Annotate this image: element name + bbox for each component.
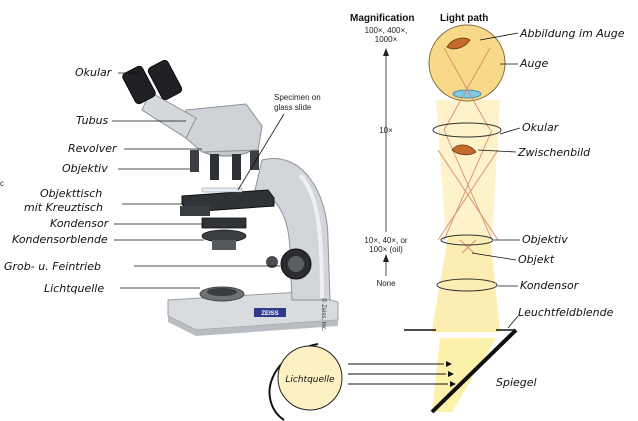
brand-label: ZEISS bbox=[261, 311, 278, 317]
label-okular: Okular bbox=[75, 66, 113, 79]
label-objektiv-right: Objektiv bbox=[522, 233, 568, 246]
mag-none: None bbox=[376, 279, 396, 288]
tube-body bbox=[186, 104, 262, 152]
label-kreuztisch: mit Kreuztisch bbox=[24, 201, 103, 214]
label-revolver: Revolver bbox=[68, 142, 118, 155]
objective-lens-4 bbox=[250, 150, 259, 170]
specimen-note-line2: glass slide bbox=[274, 103, 312, 112]
mag-low-line2: 100× (oil) bbox=[369, 245, 403, 254]
mag-low-line1: 10×, 40×, or bbox=[364, 236, 407, 245]
objective-lens-2 bbox=[210, 154, 219, 180]
objective-lens-1 bbox=[190, 150, 199, 172]
mag-top-line2: 1000× bbox=[375, 35, 398, 44]
label-auge: Auge bbox=[519, 57, 548, 70]
label-objekttisch: Objekttisch bbox=[40, 187, 102, 200]
specimen-note-line1: Specimen on bbox=[274, 93, 321, 102]
label-kondensorblende: Kondensorblende bbox=[12, 233, 108, 246]
mag-middle: 10× bbox=[379, 126, 393, 135]
label-lichtquelle: Lichtquelle bbox=[44, 282, 104, 295]
side-letter: c bbox=[0, 179, 4, 188]
condenser bbox=[202, 218, 246, 228]
label-abbildung: Abbildung im Auge bbox=[519, 27, 625, 40]
label-grob-feintrieb: Grob- u. Feintrieb bbox=[4, 260, 101, 273]
label-lichtquelle-right: Lichtquelle bbox=[285, 375, 335, 385]
label-zwischenbild: Zwischenbild bbox=[517, 146, 591, 159]
label-kondensor: Kondensor bbox=[50, 217, 110, 230]
mag-top-line1: 100×, 400×, bbox=[365, 26, 408, 35]
label-okular-right: Okular bbox=[522, 121, 560, 134]
label-objektiv: Objektiv bbox=[62, 162, 108, 175]
label-tubus: Tubus bbox=[76, 114, 109, 127]
eye-lens bbox=[453, 90, 481, 98]
light-arrows bbox=[348, 364, 448, 384]
objective-lens-3 bbox=[232, 154, 241, 180]
credit-text: © Zeiss, Inc. bbox=[320, 298, 327, 332]
magnification-header: Magnification bbox=[350, 13, 414, 24]
label-spiegel: Spiegel bbox=[496, 376, 537, 389]
label-leuchtfeldblende: Leuchtfeldblende bbox=[518, 306, 614, 319]
light-path-header: Light path bbox=[440, 13, 488, 24]
glass-slide bbox=[202, 188, 242, 192]
label-objekt: Objekt bbox=[518, 253, 555, 266]
label-kondensor-right: Kondensor bbox=[520, 279, 580, 292]
